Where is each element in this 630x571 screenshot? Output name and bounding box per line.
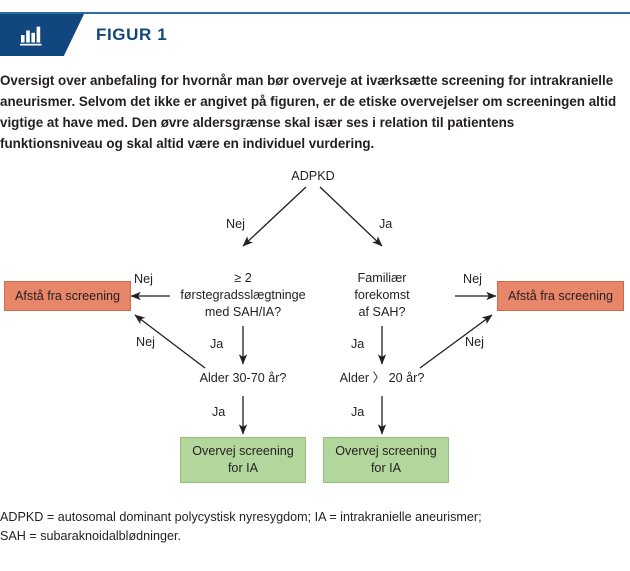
box-screen-left: Overvej screening for IA bbox=[180, 437, 306, 483]
node-left-decision: ≥ 2 førstegradsslægtninge med SAH/IA? bbox=[163, 270, 323, 321]
box-stop-right: Afstå fra screening bbox=[497, 281, 624, 311]
node-right-age-decision-label: Alder 〉 20 år? bbox=[339, 371, 425, 385]
box-screen-left-line2: for IA bbox=[227, 461, 259, 475]
figure-title: FIGUR 1 bbox=[96, 25, 168, 44]
node-left-decision-line1: ≥ 2 bbox=[234, 271, 252, 285]
edge-label-right-age-no: Nej bbox=[465, 335, 484, 349]
box-stop-right-label: Afstå fra screening bbox=[508, 288, 613, 303]
box-screen-left-line1: Overvej screening bbox=[192, 444, 294, 458]
footnote-line-2: SAH = subaraknoidalblødninger. bbox=[0, 529, 181, 543]
node-right-decision-line2: forekomst bbox=[354, 288, 410, 302]
figure-footnote: ADPKD = autosomal dominant polycystisk n… bbox=[0, 508, 620, 546]
flowchart: ADPKD Nej Ja ≥ 2 førstegradsslægtninge m… bbox=[0, 160, 630, 500]
node-root-label: ADPKD bbox=[291, 169, 335, 183]
node-right-decision-line3: af SAH? bbox=[358, 305, 406, 319]
edge-label-left-age-no: Nej bbox=[136, 335, 155, 349]
flowchart-arrows bbox=[130, 186, 497, 435]
header-top-rule bbox=[0, 12, 630, 14]
box-stop-left: Afstå fra screening bbox=[4, 281, 131, 311]
edge-label-root-right: Ja bbox=[379, 217, 393, 231]
edge-label-left-decision-no: Nej bbox=[134, 272, 153, 286]
bar-chart-icon bbox=[20, 26, 42, 46]
edge-label-right-decision-no: Nej bbox=[463, 272, 482, 286]
node-right-decision-line1: Familiær bbox=[357, 271, 407, 285]
node-right-decision: Familiær forekomst af SAH? bbox=[322, 270, 442, 321]
edge-label-right-age-yes: Ja bbox=[351, 405, 365, 419]
box-stop-left-label: Afstå fra screening bbox=[15, 288, 120, 303]
node-left-age-decision: Alder 30-70 år? bbox=[178, 370, 308, 387]
node-left-age-decision-label: Alder 30-70 år? bbox=[199, 371, 287, 385]
figure-tag-badge bbox=[0, 14, 84, 56]
box-screen-right-line2: for IA bbox=[370, 461, 402, 475]
node-root: ADPKD bbox=[263, 168, 363, 185]
edge-label-root-left: Nej bbox=[226, 217, 245, 231]
box-screen-right-line1: Overvej screening bbox=[335, 444, 437, 458]
figure-description: Oversigt over anbefaling for hvornår man… bbox=[0, 73, 617, 151]
node-left-decision-line3: med SAH/IA? bbox=[204, 305, 282, 319]
node-left-decision-line2: førstegradsslægtninge bbox=[180, 288, 306, 302]
figure-header: FIGUR 1 bbox=[0, 14, 630, 56]
footnote-line-1: ADPKD = autosomal dominant polycystisk n… bbox=[0, 510, 482, 524]
edge-label-right-decision-yes: Ja bbox=[351, 337, 365, 351]
box-screen-right: Overvej screening for IA bbox=[323, 437, 449, 483]
node-right-age-decision: Alder 〉 20 år? bbox=[322, 370, 442, 387]
edge-label-left-age-yes: Ja bbox=[212, 405, 226, 419]
edge-label-left-decision-yes: Ja bbox=[210, 337, 224, 351]
